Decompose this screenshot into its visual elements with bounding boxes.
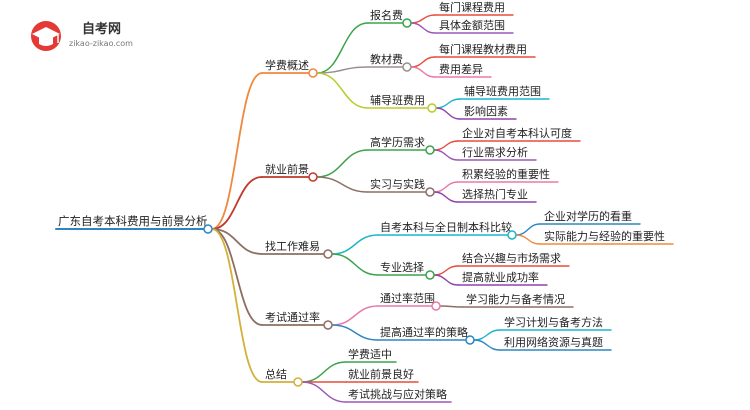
leaf-topic: 费用差异 xyxy=(439,62,483,76)
subtopic: 自考本科与全日制本科比较 xyxy=(380,220,512,234)
subtopic-collapse-toggle[interactable] xyxy=(402,62,412,72)
logo-subtitle: zikao-zikao.com xyxy=(69,39,133,48)
leaf-topic: 具体金额范围 xyxy=(439,18,505,32)
leaf-connector xyxy=(439,305,463,308)
leaf-connector xyxy=(515,234,541,245)
subtopic: 就业前景良好 xyxy=(348,367,414,381)
subtopic-connector xyxy=(316,66,369,74)
leaf-topic: 影响因素 xyxy=(464,105,508,118)
leaf-connector xyxy=(433,274,459,286)
branch-collapse-toggle[interactable] xyxy=(308,172,318,182)
subtopic-connector xyxy=(331,305,379,326)
leaf-topic: 选择热门专业 xyxy=(462,187,528,201)
subtopic-collapse-toggle[interactable] xyxy=(425,187,435,197)
root-collapse-toggle[interactable] xyxy=(203,224,213,234)
subtopic-connector xyxy=(316,22,369,74)
leaf-topic: 学习能力与备考情况 xyxy=(466,292,565,306)
branch-connector xyxy=(211,228,263,255)
subtopic-connector xyxy=(331,324,379,341)
branch-topic: 找工作难易 xyxy=(265,239,320,253)
subtopic-collapse-toggle[interactable] xyxy=(427,103,437,113)
leaf-topic: 实际能力与经验的重要性 xyxy=(544,229,665,243)
subtopic: 通过率范围 xyxy=(380,291,435,305)
leaf-topic: 行业需求分析 xyxy=(462,145,528,159)
leaf-connector xyxy=(410,66,436,78)
leaf-topic: 学习计划与备考方法 xyxy=(504,315,603,329)
subtopic-connector xyxy=(301,381,347,403)
subtopic: 教材费 xyxy=(370,52,403,66)
subtopic: 提高通过率的策略 xyxy=(380,325,468,339)
branch-topic: 总结 xyxy=(265,367,287,381)
subtopic: 实习与实践 xyxy=(370,177,425,191)
branch-connector xyxy=(211,72,263,230)
graduation-cap-icon xyxy=(31,21,61,51)
leaf-connector xyxy=(473,339,501,351)
branch-collapse-toggle[interactable] xyxy=(323,249,333,259)
leaf-connector xyxy=(433,191,459,203)
subtopic-connector xyxy=(316,149,369,178)
subtopic: 专业选择 xyxy=(380,260,424,274)
subtopic-collapse-toggle[interactable] xyxy=(507,230,517,240)
leaf-topic: 积累经验的重要性 xyxy=(462,167,550,181)
subtopic-collapse-toggle[interactable] xyxy=(402,18,412,28)
leaf-connector xyxy=(433,140,459,151)
leaf-connector xyxy=(433,265,459,276)
subtopic: 高学历需求 xyxy=(370,135,425,149)
subtopic-collapse-toggle[interactable] xyxy=(431,301,441,311)
subtopic: 报名费 xyxy=(370,8,403,22)
root-topic: 广东自考本科费用与前景分析 xyxy=(58,214,208,228)
subtopic-connector xyxy=(301,361,347,383)
leaf-connector xyxy=(435,98,461,109)
subtopic-collapse-toggle[interactable] xyxy=(425,145,435,155)
subtopic-connector xyxy=(316,176,369,193)
leaf-connector xyxy=(473,329,501,341)
subtopic: 辅导班费用 xyxy=(370,93,425,107)
leaf-connector xyxy=(433,181,459,193)
connector-layer xyxy=(55,14,674,403)
branch-collapse-toggle[interactable] xyxy=(323,320,333,330)
subtopic-collapse-toggle[interactable] xyxy=(425,270,435,280)
leaf-topic: 辅导班费用范围 xyxy=(464,84,541,98)
branch-connector xyxy=(211,228,263,326)
leaf-connector xyxy=(433,149,459,161)
subtopic: 学费适中 xyxy=(348,347,392,361)
branch-collapse-toggle[interactable] xyxy=(293,377,303,387)
logo: 自考网 zikao-zikao.com xyxy=(31,21,133,51)
leaf-topic: 提高就业成功率 xyxy=(462,270,539,284)
subtopic-connector xyxy=(331,253,379,276)
leaf-topic: 利用网络资源与真题 xyxy=(504,335,603,349)
subtopic-connector xyxy=(316,72,369,109)
leaf-connector xyxy=(515,223,541,236)
leaf-topic: 每门课程教材费用 xyxy=(439,42,527,56)
branch-connector xyxy=(211,228,263,383)
branch-topic: 就业前景 xyxy=(265,162,309,176)
subtopic: 考试挑战与应对策略 xyxy=(348,387,447,401)
leaf-topic: 结合兴趣与市场需求 xyxy=(462,251,561,265)
leaf-topic: 每门课程费用 xyxy=(439,0,505,14)
branch-connector xyxy=(211,176,263,230)
leaf-connector xyxy=(435,107,461,120)
leaf-topic: 企业对学历的看重 xyxy=(544,209,632,223)
logo-title: 自考网 xyxy=(82,21,121,37)
leaf-connector xyxy=(410,14,436,24)
branch-topic: 考试通过率 xyxy=(265,310,320,324)
leaf-connector xyxy=(410,56,436,68)
branch-topic: 学费概述 xyxy=(265,58,309,72)
subtopic-connector xyxy=(331,234,379,255)
leaf-topic: 企业对自考本科认可度 xyxy=(462,126,572,140)
leaf-connector xyxy=(410,22,436,34)
subtopic-collapse-toggle[interactable] xyxy=(465,335,475,345)
branch-collapse-toggle[interactable] xyxy=(308,68,318,78)
